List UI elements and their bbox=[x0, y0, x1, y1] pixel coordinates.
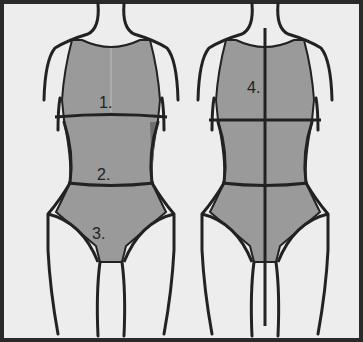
frame bbox=[2, 2, 361, 340]
front-figure bbox=[44, 4, 178, 336]
callout-number: 2. bbox=[97, 167, 110, 183]
callout-number: 4. bbox=[247, 80, 260, 96]
callout-number: 1. bbox=[99, 95, 112, 111]
callout-number: 3. bbox=[92, 226, 105, 242]
back-figure bbox=[198, 4, 332, 336]
